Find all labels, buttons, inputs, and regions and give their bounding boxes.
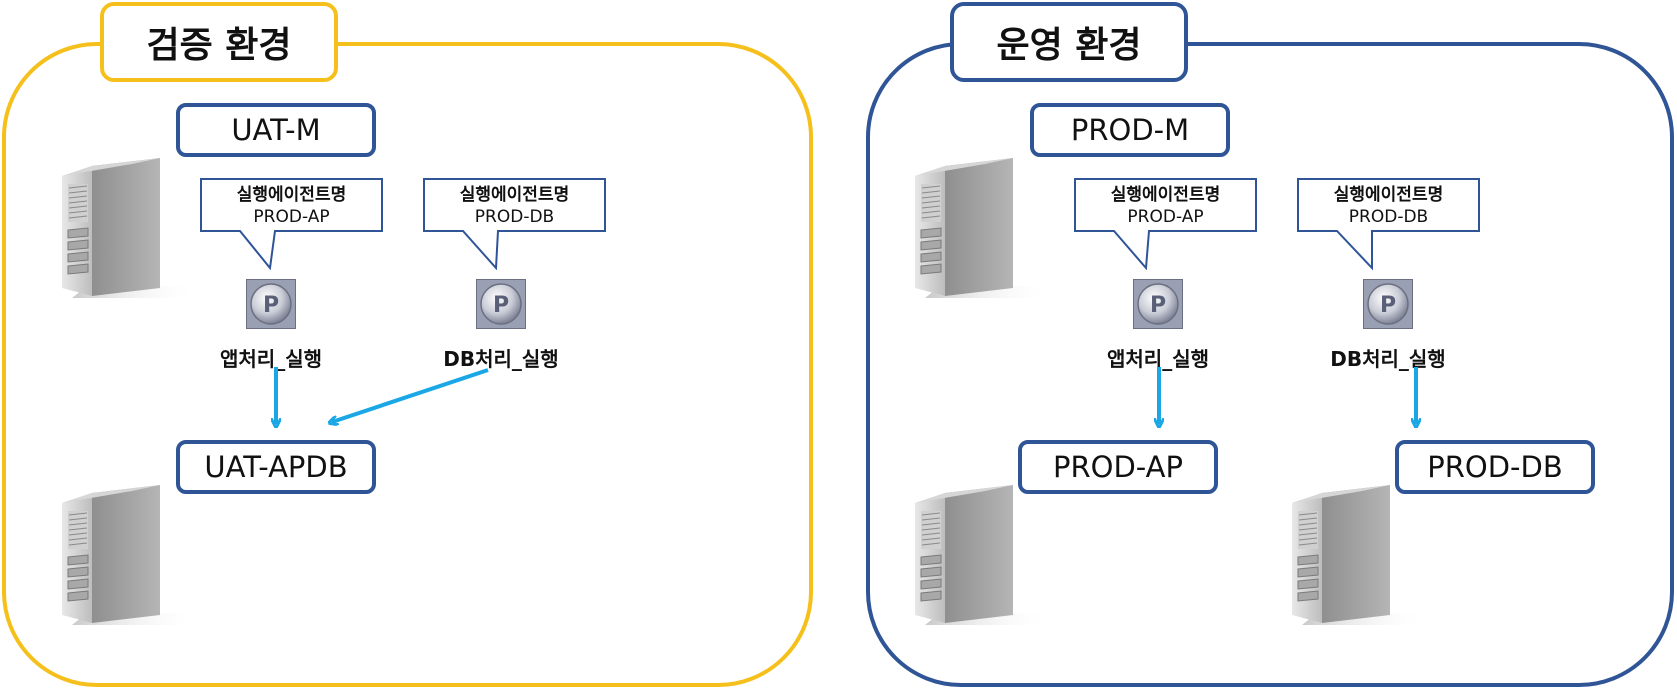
callout-bubble-shape [1074, 178, 1257, 270]
uat-agent-label[interactable]: UAT-APDB [176, 440, 376, 494]
callout-title: 실행에이전트명 [1333, 185, 1444, 205]
agent-callout-db: 실행에이전트명 PROD-DB [1297, 178, 1480, 270]
agent-callout-ap: 실행에이전트명 PROD-AP [200, 178, 383, 270]
callout-text: 실행에이전트명 PROD-DB [1297, 184, 1480, 228]
callout-text: 실행에이전트명 PROD-DB [423, 184, 606, 228]
callout-text: 실행에이전트명 PROD-AP [1074, 184, 1257, 228]
job-db-process[interactable]: DB처리_실행 [1323, 279, 1453, 371]
job-app-process[interactable]: 앱처리_실행 [206, 279, 336, 371]
agent-callout-db: 실행에이전트명 PROD-DB [423, 178, 606, 270]
callout-title: 실행에이전트명 [1110, 185, 1221, 205]
callout-bubble-shape [1297, 178, 1480, 270]
verify-environment-title: 검증 환경 [100, 2, 338, 82]
uat-manager-label[interactable]: UAT-M [176, 103, 376, 157]
callout-value: PROD-AP [253, 207, 330, 227]
agent-callout-ap: 실행에이전트명 PROD-AP [1074, 178, 1257, 270]
prod-manager-label[interactable]: PROD-M [1030, 103, 1230, 157]
prod-db-agent-label[interactable]: PROD-DB [1395, 440, 1595, 494]
prod-ap-agent-label[interactable]: PROD-AP [1018, 440, 1218, 494]
job-name-label: DB처리_실행 [1330, 347, 1446, 371]
callout-title: 실행에이전트명 [236, 185, 347, 205]
callout-value: PROD-DB [474, 207, 555, 227]
callout-title: 실행에이전트명 [459, 185, 570, 205]
job-db-process[interactable]: DB처리_실행 [436, 279, 566, 371]
arrow-db-to-uat-apdb [332, 368, 489, 422]
job-name-label: DB처리_실행 [443, 347, 559, 371]
callout-value: PROD-DB [1348, 207, 1429, 227]
production-environment-title: 운영 환경 [950, 2, 1188, 82]
callout-bubble-shape [200, 178, 383, 270]
job-name-label: 앱처리_실행 [220, 347, 322, 371]
callout-value: PROD-AP [1127, 207, 1204, 227]
callout-text: 실행에이전트명 PROD-AP [200, 184, 383, 228]
callout-bubble-shape [423, 178, 606, 270]
